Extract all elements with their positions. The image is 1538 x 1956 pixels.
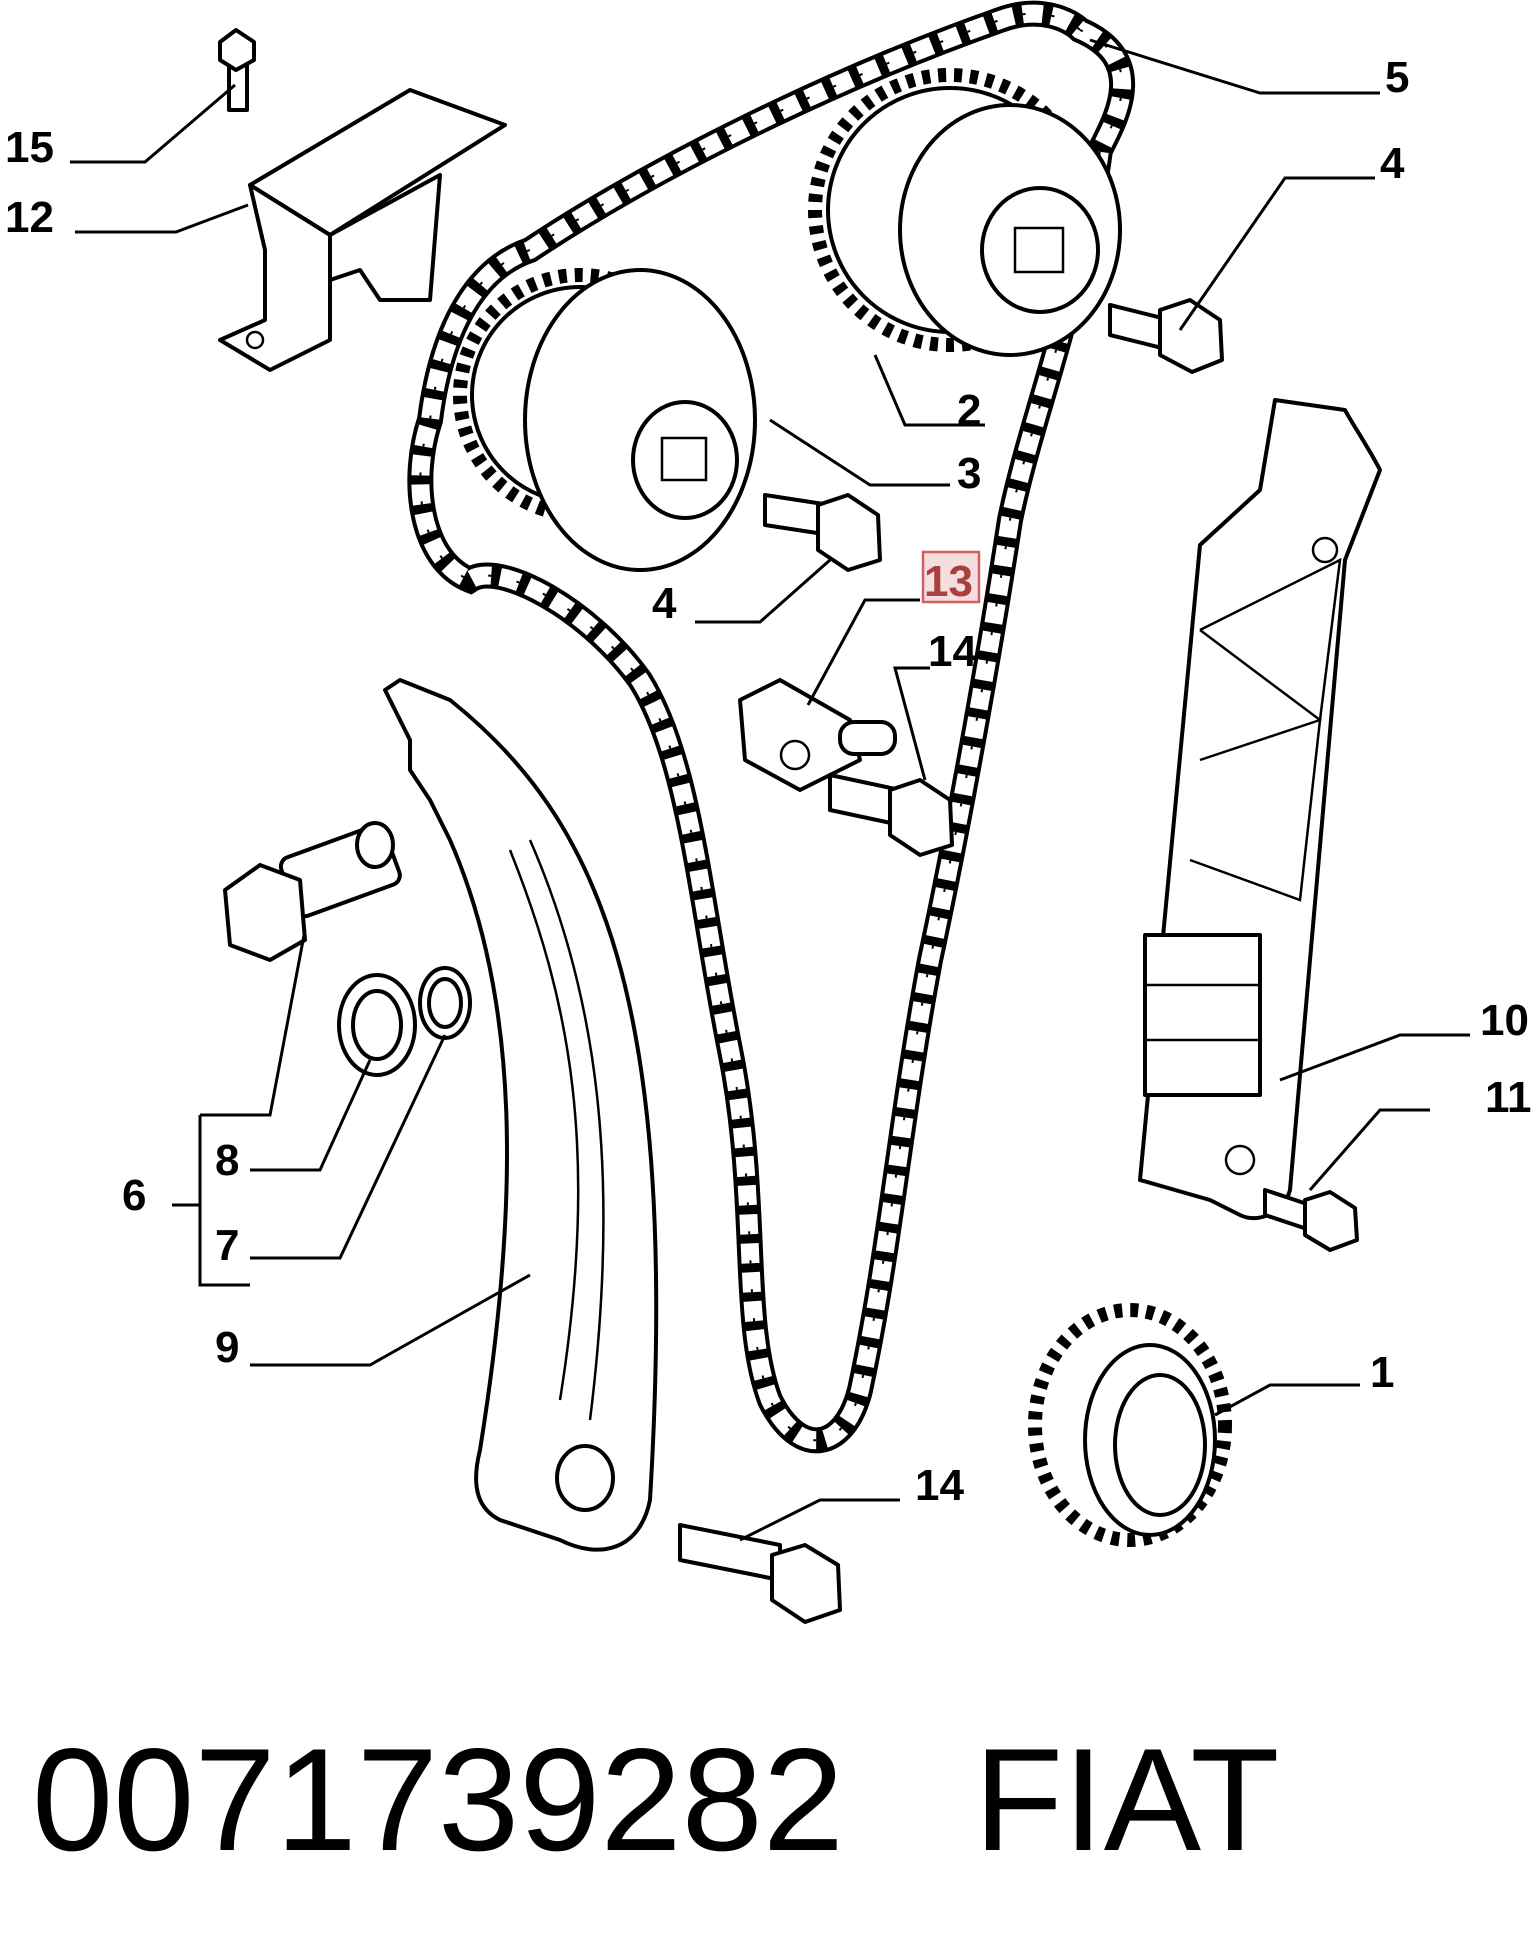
timing-chain bbox=[407, 0, 1135, 1454]
camshaft-sprocket-intake bbox=[453, 268, 757, 572]
bolt-14-lower bbox=[678, 1523, 842, 1624]
callout-1[interactable]: 1 bbox=[1370, 1348, 1394, 1397]
callout-10[interactable]: 10 bbox=[1480, 996, 1529, 1045]
callout-4-left[interactable]: 4 bbox=[652, 579, 677, 628]
callout-6[interactable]: 6 bbox=[122, 1171, 146, 1220]
sealing-washers bbox=[337, 966, 472, 1077]
crankshaft-sprocket bbox=[1028, 1303, 1232, 1547]
bolt-15 bbox=[218, 28, 256, 112]
callout-8[interactable]: 8 bbox=[215, 1136, 239, 1185]
chain-tensioner bbox=[223, 821, 402, 962]
chain-guide-bracket bbox=[218, 88, 507, 372]
bolt-14-upper bbox=[828, 773, 954, 857]
callout-5[interactable]: 5 bbox=[1385, 53, 1409, 102]
callout-13[interactable]: 13 bbox=[924, 557, 973, 606]
camshaft-sprocket-exhaust bbox=[808, 68, 1122, 357]
bolt-4-left bbox=[763, 493, 882, 572]
callout-labels: 5 4 2 3 4 13 14 15 12 8 6 7 9 10 11 1 14 bbox=[5, 53, 1532, 1510]
callout-2[interactable]: 2 bbox=[957, 386, 981, 435]
leader-lines bbox=[70, 38, 1470, 1542]
callout-13-highlight bbox=[921, 550, 981, 604]
tensioner-guide-arm bbox=[383, 678, 659, 1552]
part-number: 0071739282 bbox=[32, 1718, 844, 1881]
callout-12[interactable]: 12 bbox=[5, 193, 54, 242]
callout-15[interactable]: 15 bbox=[5, 123, 54, 172]
timing-chain-exploded-diagram: 5 4 2 3 4 13 14 15 12 8 6 7 9 10 11 1 14 bbox=[5, 0, 1532, 1624]
part-caption: 0071739282 FIAT bbox=[32, 1700, 1512, 1900]
callout-7[interactable]: 7 bbox=[215, 1221, 239, 1270]
callout-11[interactable]: 11 bbox=[1485, 1073, 1532, 1122]
brand-name: FIAT bbox=[973, 1718, 1280, 1881]
callout-3[interactable]: 3 bbox=[957, 449, 981, 498]
callout-9[interactable]: 9 bbox=[215, 1323, 239, 1372]
bracket-13 bbox=[738, 678, 897, 792]
callout-14-lower[interactable]: 14 bbox=[915, 1461, 964, 1510]
callout-14-upper[interactable]: 14 bbox=[928, 627, 977, 676]
fixed-chain-guide bbox=[1138, 398, 1382, 1221]
bolt-11 bbox=[1263, 1188, 1359, 1252]
callout-4-right[interactable]: 4 bbox=[1380, 139, 1405, 188]
bolt-4-right bbox=[1108, 298, 1224, 374]
